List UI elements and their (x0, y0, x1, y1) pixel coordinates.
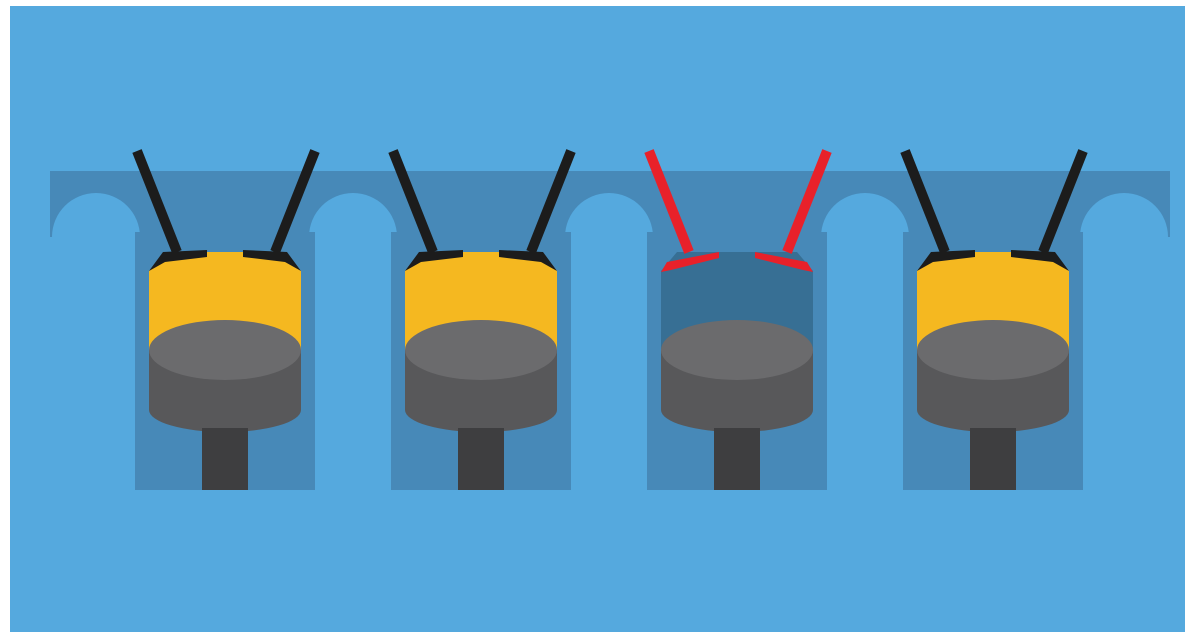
manifold-port-gap (565, 193, 653, 237)
manifold-port-gap (52, 193, 140, 237)
connecting-rod (970, 428, 1016, 490)
manifold-port-gap (309, 193, 397, 237)
exhaust-valve-stem (1038, 149, 1088, 254)
connecting-rod (714, 428, 760, 490)
piston-crown (405, 320, 557, 380)
manifold-port-gap (821, 193, 909, 237)
intake-valve-head (661, 252, 719, 272)
connecting-rod (202, 428, 248, 490)
exhaust-valve-head (1011, 250, 1069, 271)
cylinder-2 (388, 149, 576, 490)
piston-crown (917, 320, 1069, 380)
exhaust-valve-head (499, 250, 557, 271)
intake-valve-stem (132, 149, 182, 254)
exhaust-valve-head (755, 252, 813, 272)
intake-valve-stem (644, 149, 694, 254)
connecting-rod (458, 428, 504, 490)
exhaust-valve-stem (270, 149, 320, 254)
exhaust-valve-stem (782, 149, 832, 254)
cylinder-3 (644, 149, 832, 490)
intake-valve-head (149, 250, 207, 271)
piston-crown (149, 320, 301, 380)
cylinder-1 (132, 149, 320, 490)
cylinder-4 (900, 149, 1088, 490)
piston-crown (661, 320, 813, 380)
exhaust-valve-head (243, 250, 301, 271)
exhaust-valve-stem (526, 149, 576, 254)
manifold-port-gap (1080, 193, 1168, 237)
intake-valve-head (917, 250, 975, 271)
intake-valve-stem (388, 149, 438, 254)
intake-valve-head (405, 250, 463, 271)
cylinder-row (52, 149, 1168, 490)
intake-valve-stem (900, 149, 950, 254)
